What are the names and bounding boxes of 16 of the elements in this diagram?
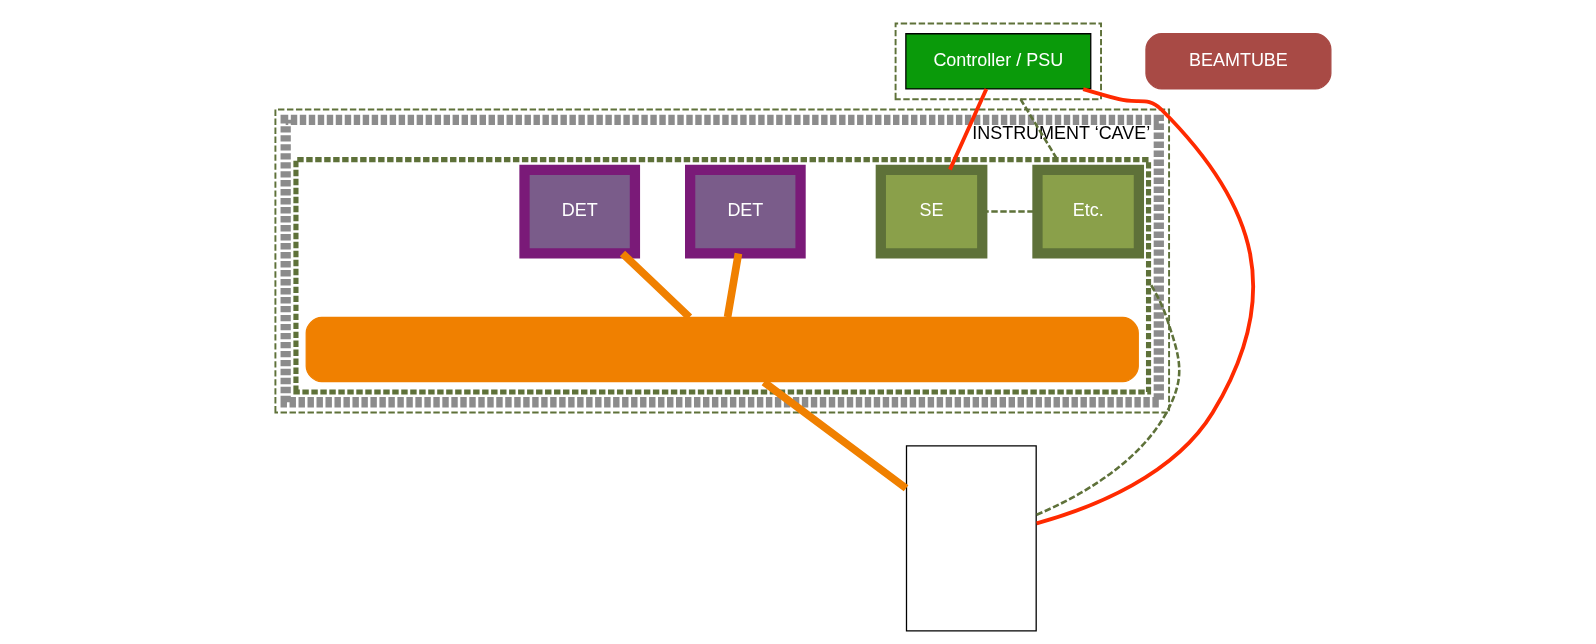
- node-bar: [305, 316, 1139, 383]
- cluster: [293, 157, 1152, 395]
- connector: [619, 250, 693, 320]
- node-box: DET: [519, 164, 641, 259]
- connector: [1019, 98, 1059, 161]
- connector: [1036, 280, 1181, 516]
- connector: [948, 88, 989, 171]
- connector: [1036, 87, 1255, 526]
- node-box: Etc.: [1032, 164, 1145, 259]
- node-box: Controller / PSU: [905, 33, 1092, 90]
- node-box: BEAMTUBE: [1145, 33, 1332, 90]
- node-box: SE: [875, 164, 988, 259]
- connector: [723, 252, 743, 318]
- node-box: DET: [685, 164, 806, 259]
- cluster: [894, 22, 1102, 101]
- node-box: [905, 445, 1037, 632]
